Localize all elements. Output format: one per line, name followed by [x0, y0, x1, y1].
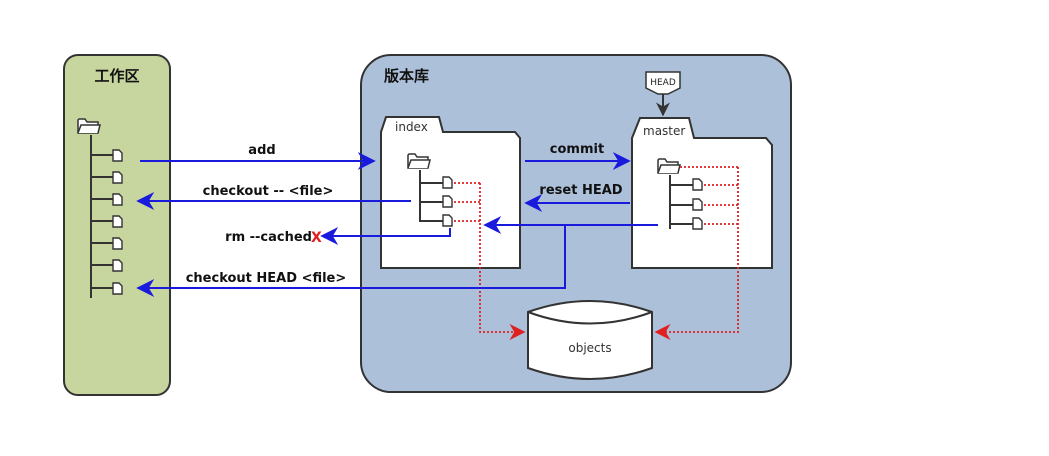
file-icon — [692, 178, 703, 191]
checkout-file-label: checkout -- <file> — [203, 184, 334, 199]
index-objects-links — [454, 182, 526, 341]
rm-cached-arrow: rm --cached X — [225, 227, 451, 246]
workspace-title: 工作区 — [94, 67, 139, 85]
add-arrow: add — [140, 143, 376, 170]
file-icon — [692, 198, 703, 211]
commit-label: commit — [550, 142, 604, 157]
master-objects-links — [654, 166, 739, 341]
add-label: add — [248, 143, 275, 158]
file-icon — [692, 217, 703, 230]
file-icon — [442, 195, 453, 208]
file-icon — [112, 193, 123, 206]
master-folder: master — [631, 117, 773, 269]
checkout-file-arrow: checkout -- <file> — [136, 184, 411, 210]
remove-mark-icon: X — [311, 230, 322, 246]
index-folder: index — [380, 116, 521, 269]
index-label: index — [395, 120, 428, 134]
file-icon — [112, 149, 123, 162]
objects-store: objects — [527, 300, 653, 380]
reset-head-arrow: reset HEAD — [524, 183, 630, 212]
reset-head-label: reset HEAD — [539, 183, 622, 198]
master-label: master — [643, 124, 685, 138]
file-icon — [112, 282, 123, 295]
rm-cached-label: rm --cached — [225, 230, 312, 245]
file-icon — [112, 259, 123, 272]
file-icon — [112, 215, 123, 228]
file-icon — [442, 214, 453, 227]
checkout-head-file-label: checkout HEAD <file> — [186, 271, 347, 286]
commit-arrow: commit — [525, 142, 631, 170]
head-pointer: HEAD — [645, 71, 681, 117]
head-label: HEAD — [650, 78, 676, 88]
file-icon — [112, 171, 123, 184]
checkout-head-file-arrow: checkout HEAD <file> — [136, 225, 566, 297]
objects-label: objects — [568, 341, 611, 355]
workspace-panel: 工作区 — [63, 54, 171, 396]
file-icon — [442, 176, 453, 189]
workspace-file-tree — [91, 149, 123, 295]
file-icon — [112, 237, 123, 250]
repository-title: 版本库 — [384, 67, 429, 85]
